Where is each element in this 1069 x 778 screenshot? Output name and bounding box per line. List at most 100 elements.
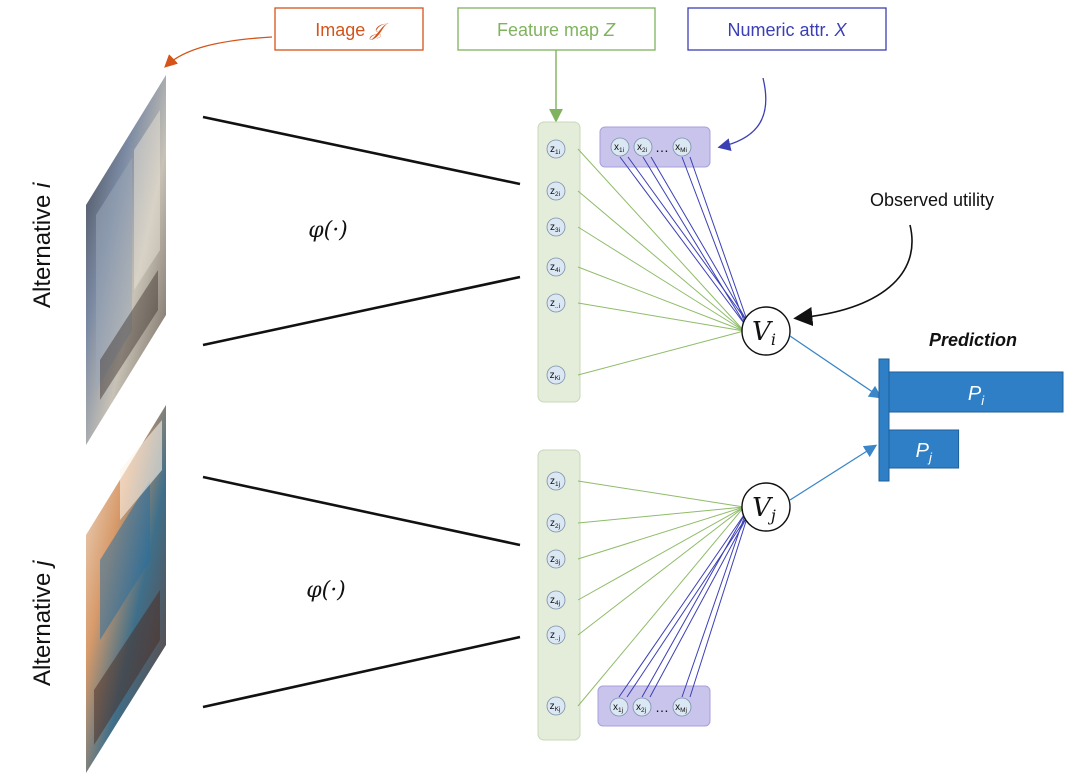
feature-link-j-1 <box>577 480 745 508</box>
connection-lines <box>577 148 749 707</box>
attribute-link-i-1 <box>619 156 747 327</box>
svg-text:z2j: z2j <box>550 518 560 530</box>
attribute-link-j-3 <box>681 511 747 698</box>
attribute-link-b-i-2 <box>650 156 749 324</box>
svg-text:z3j: z3j <box>550 554 560 566</box>
svg-text:Vi: Vi <box>752 317 776 349</box>
feature-link-j-5 <box>577 506 745 636</box>
feature-node-j-3: z3j <box>546 549 566 569</box>
svg-text:zKj: zKj <box>550 701 561 713</box>
utility-node-j: Vj <box>741 482 791 532</box>
arrow-vj-to-prediction <box>789 444 878 501</box>
svg-text:x1j: x1j <box>613 702 623 714</box>
svg-text:x2j: x2j <box>636 702 646 714</box>
svg-text:z..i: z..i <box>550 298 560 310</box>
feature-node-i-3: z3i <box>546 217 566 237</box>
legend-numeric-attr: Numeric attr. X <box>687 7 887 51</box>
alternative-i-label: Alternative i <box>29 182 56 308</box>
feature-link-j-6 <box>577 506 745 707</box>
svg-text:z..j: z..j <box>550 630 560 642</box>
prediction-bar-i <box>888 371 1064 413</box>
svg-text:Feature map Z: Feature map Z <box>497 20 616 40</box>
feature-link-j-4 <box>577 506 745 601</box>
observed-utility-label: Observed utility <box>870 190 994 210</box>
feature-node-i-2: z2i <box>546 181 566 201</box>
attribute-node-j-3: xMj <box>672 697 692 717</box>
attribute-link-b-j-3 <box>689 514 749 698</box>
funnel-line-j-bottom <box>202 635 521 709</box>
attribute-node-j-2: x2j <box>632 697 652 717</box>
legend-feature-map: Feature map Z <box>457 7 656 51</box>
feature-node-j-6: zKj <box>546 696 566 716</box>
legend-image-text: Image <box>315 20 370 40</box>
feature-link-i-6 <box>577 330 745 376</box>
prediction-label: Prediction <box>929 330 1017 350</box>
feature-node-i-5: z..i <box>546 293 566 313</box>
attribute-link-j-2 <box>641 511 747 698</box>
legend-image: Image 𝒥 <box>274 7 424 51</box>
svg-text:Vj: Vj <box>752 493 776 525</box>
svg-text:zKi: zKi <box>550 370 561 382</box>
prediction-bar-i-label: Pi <box>968 383 985 408</box>
svg-text:Numeric attr. X: Numeric attr. X <box>727 20 847 40</box>
svg-text:z3i: z3i <box>550 222 560 234</box>
attribute-link-b-i-1 <box>627 156 749 324</box>
prediction-axis <box>878 358 890 482</box>
funnel-line-i-top <box>202 115 521 186</box>
numeric-attr-arrow <box>717 77 767 152</box>
svg-text:xMi: xMi <box>675 142 687 154</box>
image-alternative-j <box>86 405 166 773</box>
feature-node-i-1: z1i <box>546 139 566 159</box>
prediction-bar-j-label: Pj <box>916 440 933 465</box>
feature-link-j-3 <box>577 506 745 560</box>
svg-text:z2i: z2i <box>550 186 560 198</box>
svg-text:z1j: z1j <box>550 476 560 488</box>
prediction-bar-j <box>888 429 960 469</box>
feature-nodes: z1i z2i z3i z4i z..i zKi x1i x2i xMi … z1j z2j z3j z4… <box>546 137 692 717</box>
funnel-line-j-top <box>202 475 521 547</box>
feature-node-j-1: z1j <box>546 471 566 491</box>
feature-node-j-5: z..j <box>546 625 566 645</box>
feature-node-i-4: z4i <box>546 257 566 277</box>
attribute-link-i-3 <box>681 156 747 327</box>
svg-text:xMj: xMj <box>675 702 687 714</box>
feature-link-i-2 <box>577 190 745 332</box>
attribute-node-j-1: x1j <box>609 697 629 717</box>
attribute-link-b-j-1 <box>626 514 749 698</box>
arrow-vi-to-prediction <box>789 335 883 399</box>
feature-node-i-6: zKi <box>546 365 566 385</box>
utility-node-i: Vi <box>741 306 791 356</box>
attribute-link-j-1 <box>618 511 747 698</box>
phi-label-j: φ(·) <box>306 578 346 603</box>
image-arrow <box>164 36 273 68</box>
attribute-ellipsis-j: … <box>655 699 669 715</box>
feature-node-j-4: z4j <box>546 590 566 610</box>
image-alternative-i <box>86 75 166 445</box>
svg-text:Image 𝒥: Image 𝒥 <box>315 20 389 41</box>
legend-feature-map-text: Feature map <box>497 20 604 40</box>
svg-text:x2i: x2i <box>637 142 647 154</box>
funnel-line-i-bottom <box>202 275 521 347</box>
feature-link-j-2 <box>577 506 745 524</box>
legend-numeric-attr-text: Numeric attr. <box>727 20 834 40</box>
attribute-ellipsis-i: … <box>655 139 669 155</box>
alternative-j-label: Alternative j <box>29 560 56 686</box>
phi-label-i: φ(·) <box>308 218 348 243</box>
feature-link-i-1 <box>577 148 745 332</box>
feature-link-i-4 <box>577 266 745 332</box>
attribute-node-i-1: x1i <box>610 137 630 157</box>
attribute-link-b-i-3 <box>689 156 749 324</box>
legend-feature-map-symbol: Z <box>603 20 616 40</box>
svg-text:z4i: z4i <box>550 262 560 274</box>
svg-text:z4j: z4j <box>550 595 560 607</box>
attribute-link-b-j-2 <box>649 514 749 698</box>
attribute-node-i-3: xMi <box>672 137 692 157</box>
svg-text:x1i: x1i <box>614 142 624 154</box>
legend-numeric-attr-symbol: X <box>834 20 848 40</box>
attribute-node-i-2: x2i <box>633 137 653 157</box>
feature-link-i-3 <box>577 226 745 332</box>
feature-node-j-2: z2j <box>546 513 566 533</box>
feature-link-i-5 <box>577 302 745 332</box>
attribute-link-i-2 <box>642 156 747 327</box>
